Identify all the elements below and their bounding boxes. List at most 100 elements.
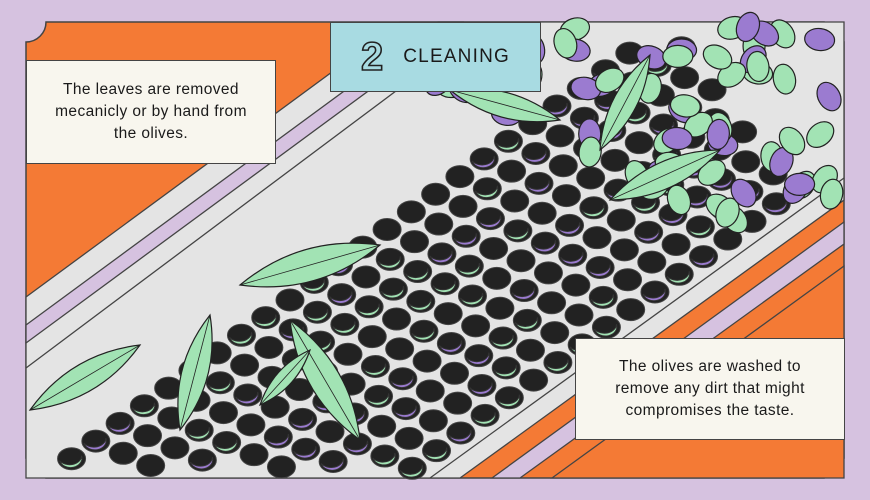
- hole: [108, 441, 138, 465]
- olive-in-hole: [265, 433, 290, 447]
- hole: [479, 236, 509, 260]
- hole: [351, 265, 381, 289]
- hole: [385, 337, 415, 361]
- hole: [545, 124, 575, 148]
- olive: [595, 67, 625, 94]
- leaf-vein: [239, 244, 381, 286]
- olive-in-hole: [83, 437, 107, 451]
- hole: [613, 268, 643, 292]
- olive-in-hole: [633, 199, 657, 212]
- olive-in-hole: [472, 412, 496, 425]
- olive-in-hole: [581, 204, 605, 218]
- hole: [564, 303, 594, 327]
- leaf-vein: [179, 314, 211, 431]
- olive-in-hole: [456, 262, 481, 276]
- olive-in-hole: [380, 286, 405, 299]
- olive: [662, 44, 694, 68]
- hole: [357, 325, 387, 349]
- olive-in-hole: [207, 379, 232, 393]
- hole: [445, 165, 475, 189]
- hole: [412, 349, 442, 373]
- olive-in-hole: [372, 452, 396, 466]
- hole: [424, 212, 454, 236]
- olive-in-hole: [587, 264, 612, 277]
- olive-in-hole: [460, 292, 484, 306]
- leaf-vein: [449, 89, 561, 121]
- hole: [440, 361, 470, 385]
- hole: [582, 226, 612, 250]
- hole: [624, 131, 654, 155]
- hole: [500, 189, 530, 213]
- olive: [730, 178, 757, 208]
- hole: [461, 314, 491, 338]
- hole: [697, 78, 727, 102]
- olive: [715, 197, 740, 228]
- hole: [485, 296, 515, 320]
- olive-in-hole: [356, 303, 381, 317]
- hole: [399, 230, 429, 254]
- hole: [208, 401, 238, 425]
- step-number: 2: [360, 35, 384, 79]
- olive: [806, 121, 835, 148]
- olive: [661, 126, 693, 151]
- olive-in-hole: [424, 447, 448, 460]
- olive-in-hole: [377, 256, 402, 269]
- hole: [275, 288, 305, 312]
- olive: [570, 76, 602, 101]
- olive-in-hole: [405, 268, 429, 281]
- olive-in-hole: [186, 427, 211, 440]
- olive-in-hole: [438, 340, 463, 353]
- olive-in-hole: [107, 420, 132, 433]
- olive: [702, 44, 733, 70]
- olive-in-hole: [493, 364, 518, 378]
- hole: [616, 298, 646, 322]
- leaf-vein: [259, 349, 311, 406]
- hole: [670, 66, 700, 90]
- olive-in-hole: [477, 215, 502, 228]
- olive-in-hole: [293, 446, 317, 459]
- hole: [133, 424, 163, 448]
- olive-in-hole: [560, 252, 584, 265]
- olive: [778, 126, 806, 156]
- hole: [600, 148, 630, 172]
- hole: [382, 307, 412, 331]
- hole: [576, 166, 606, 190]
- hole: [540, 321, 570, 345]
- olive-in-hole: [366, 393, 390, 406]
- olive-in-hole: [131, 402, 156, 416]
- hole: [415, 379, 445, 403]
- hole: [372, 217, 402, 241]
- olive-in-hole: [290, 416, 314, 429]
- olive-in-hole: [448, 429, 472, 443]
- olive-in-hole: [253, 314, 277, 327]
- olive-in-hole: [490, 334, 514, 348]
- leaf-vein: [599, 54, 651, 151]
- lower-rail-edge: [429, 177, 845, 479]
- leaf-vein: [609, 149, 721, 201]
- olive-in-hole: [329, 291, 353, 304]
- olive-in-hole: [532, 239, 557, 253]
- olive-in-hole: [590, 294, 615, 307]
- hole: [315, 420, 345, 444]
- olive-in-hole: [235, 391, 259, 405]
- hole: [506, 249, 536, 273]
- hole: [533, 261, 563, 285]
- olive: [669, 94, 701, 118]
- olive-in-hole: [399, 465, 424, 478]
- olive-in-hole: [474, 185, 499, 199]
- hole: [515, 338, 545, 362]
- olive-in-hole: [411, 328, 435, 341]
- hole: [551, 184, 581, 208]
- hole: [230, 353, 260, 377]
- olive-in-hole: [466, 352, 490, 365]
- olive-in-hole: [344, 440, 369, 454]
- olive-in-hole: [469, 382, 493, 395]
- hole: [421, 182, 451, 206]
- leaf-vein: [29, 344, 141, 411]
- olive-in-hole: [453, 233, 478, 246]
- olive: [746, 50, 770, 83]
- olive-in-hole: [505, 227, 529, 241]
- olive-in-hole: [687, 223, 712, 237]
- olive-in-hole: [593, 324, 618, 337]
- hole: [418, 409, 448, 433]
